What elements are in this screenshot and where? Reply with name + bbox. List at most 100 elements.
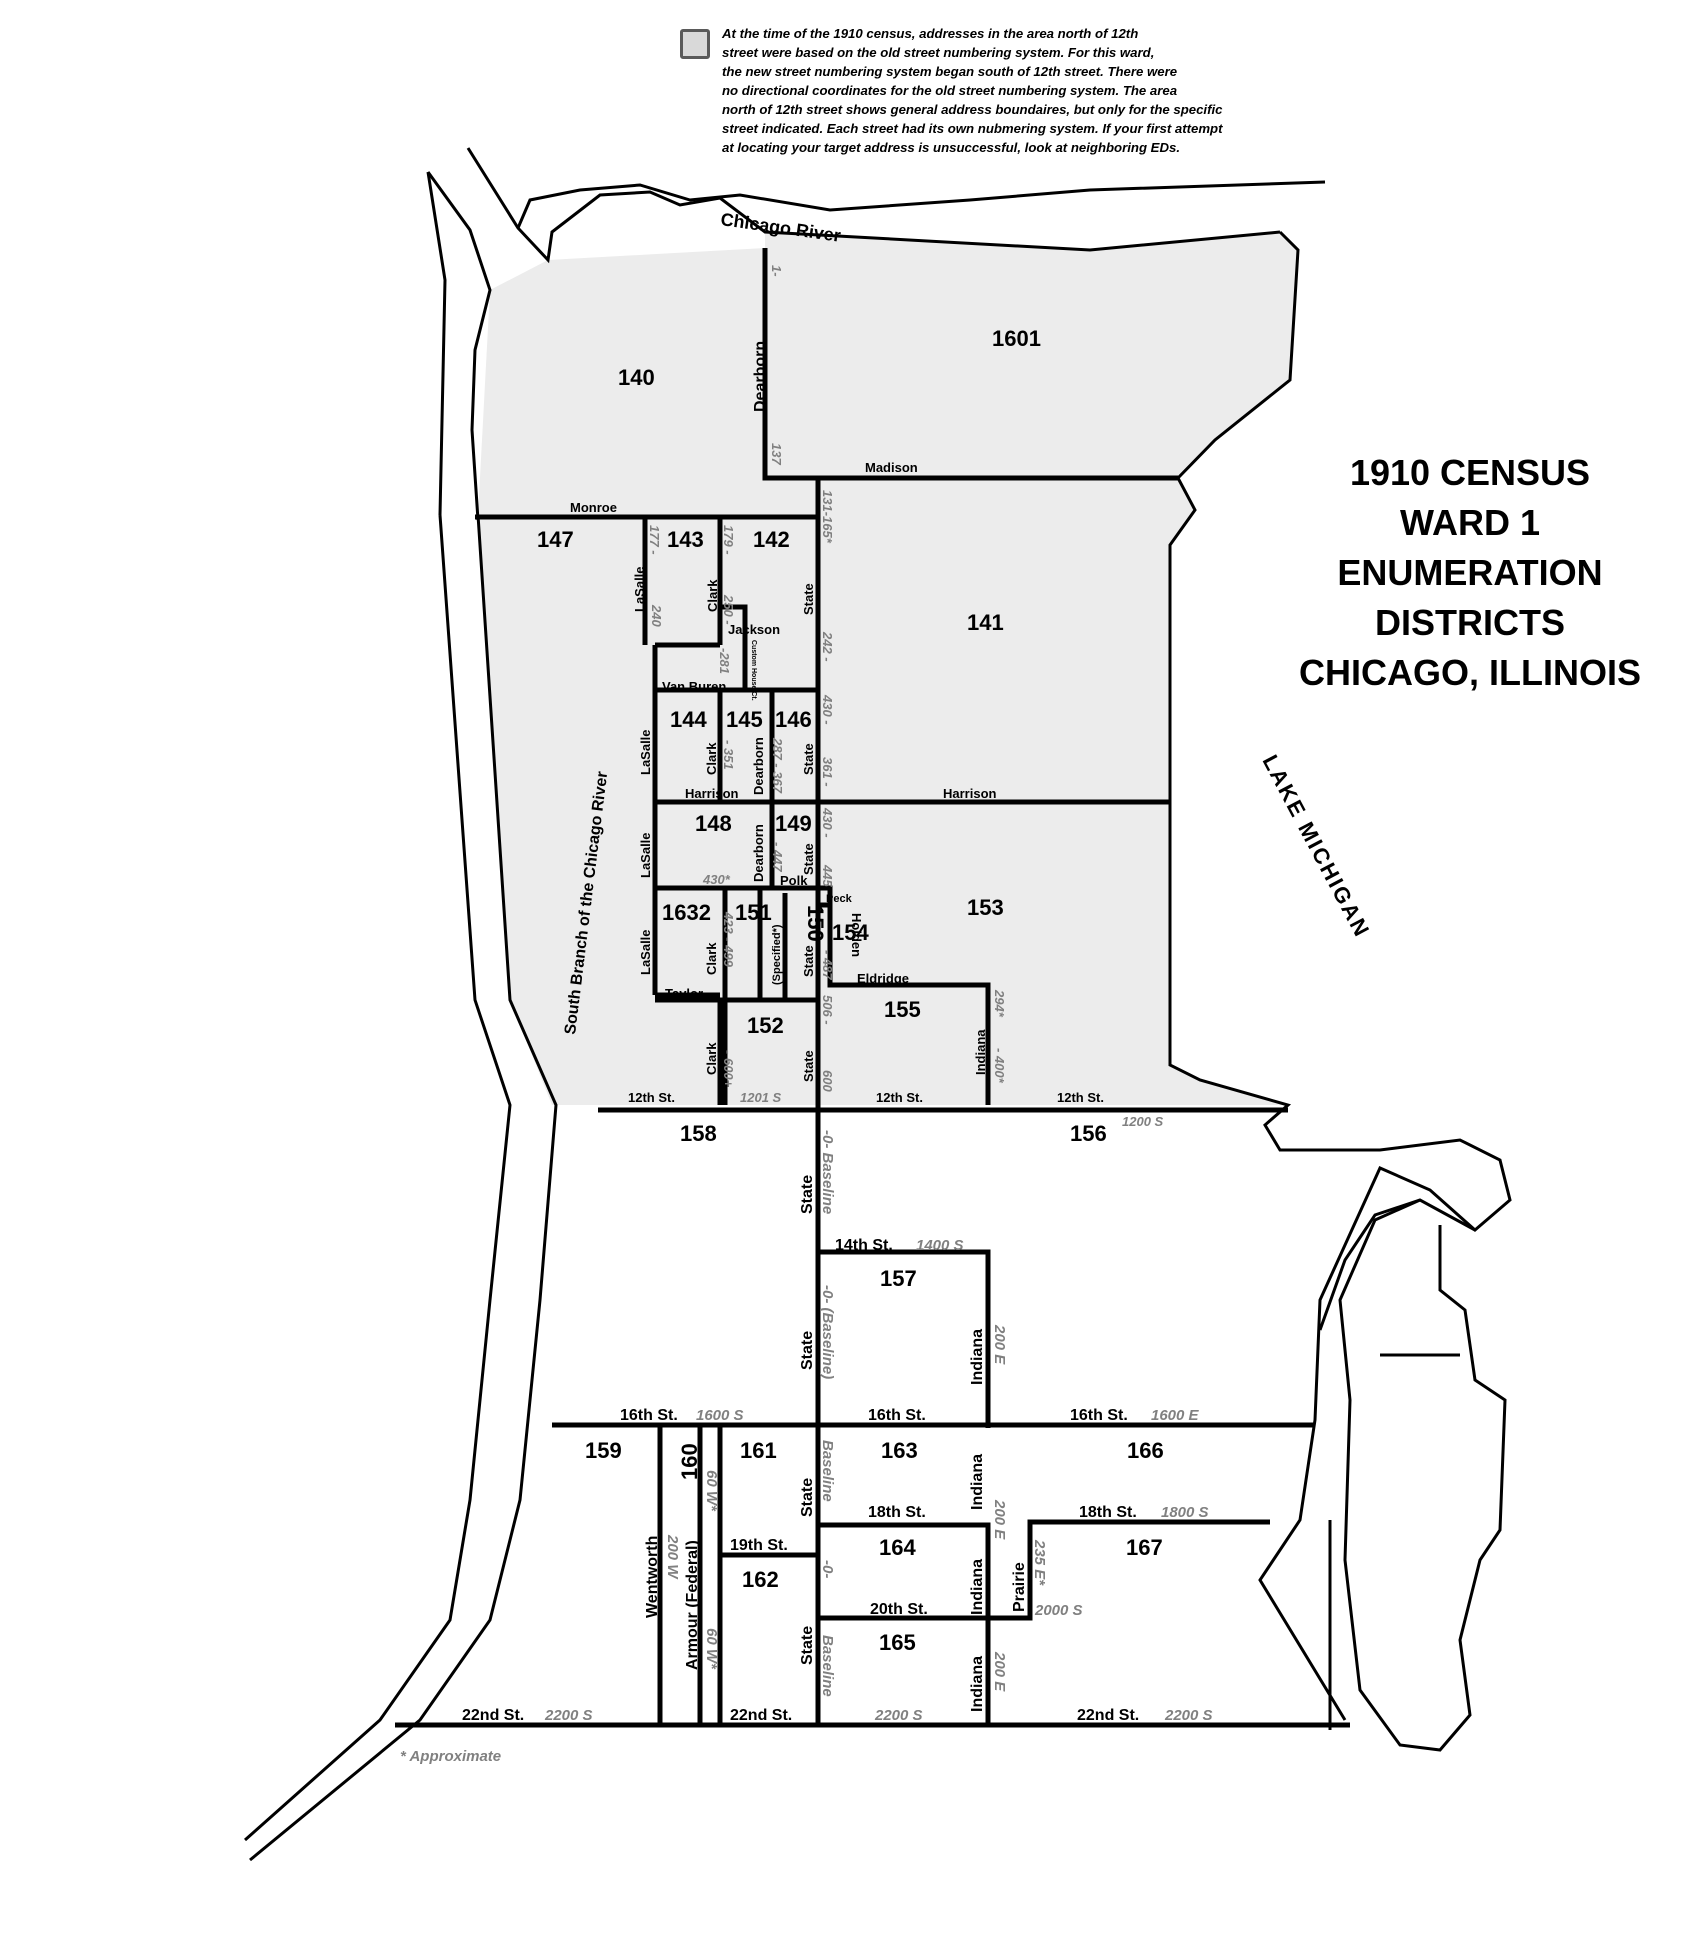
district-145: 145 xyxy=(726,707,763,732)
address-label: 60 W* xyxy=(703,1628,720,1670)
old-numbering-legend-swatch xyxy=(680,29,710,59)
address-label: - 487 xyxy=(820,950,835,980)
legend-note: At the time of the 1910 census, addresse… xyxy=(722,24,1362,157)
street-16th: 16th St. xyxy=(868,1407,926,1424)
district-140: 140 xyxy=(618,365,655,390)
street-22nd: 22nd St. xyxy=(1077,1707,1139,1724)
district-162: 162 xyxy=(742,1567,779,1592)
district-157: 157 xyxy=(880,1266,917,1291)
chicago-river xyxy=(426,147,1326,521)
street-state: State xyxy=(801,843,816,875)
district-161: 161 xyxy=(740,1438,777,1463)
address-label: Baseline xyxy=(819,1440,836,1502)
address-label: 1201 S xyxy=(740,1090,782,1105)
street-van-buren: Van Buren xyxy=(662,679,726,694)
address-label: 235 E* xyxy=(1031,1539,1048,1586)
street-indiana: Indiana xyxy=(969,1656,986,1712)
district-149: 149 xyxy=(775,811,812,836)
district-147: 147 xyxy=(537,527,574,552)
address-label: 2200 S xyxy=(1164,1707,1213,1724)
address-label: 430 - xyxy=(820,807,835,838)
address-label: 131-165* xyxy=(820,490,835,544)
district-1601: 1601 xyxy=(992,326,1041,351)
street-armour: Armour (Federal) xyxy=(684,1540,701,1670)
street-12th: 12th St. xyxy=(1057,1090,1104,1105)
address-label: 60 W* xyxy=(703,1470,720,1512)
address-label: 250 - xyxy=(721,594,736,625)
address-label: - 600+ xyxy=(721,1050,736,1088)
district-141: 141 xyxy=(967,610,1004,635)
map-title: 1910 CENSUS WARD 1 ENUMERATION DISTRICTS… xyxy=(1245,448,1695,698)
legend-line: north of 12th street shows general addre… xyxy=(722,102,1223,117)
street-16th: 16th St. xyxy=(620,1407,678,1424)
street-monroe: Monroe xyxy=(570,500,617,515)
street-18th: 18th St. xyxy=(1079,1504,1137,1521)
address-label: Baseline xyxy=(819,1635,836,1697)
address-label: 200 W xyxy=(664,1534,681,1580)
street-clark: Clark xyxy=(704,1042,719,1075)
street-clark: Clark xyxy=(704,942,719,975)
street-prairie: Prairie xyxy=(1011,1562,1028,1612)
street-state: State xyxy=(799,1626,816,1665)
address-label: - 351 xyxy=(721,740,736,770)
south-branch-river xyxy=(244,171,558,1862)
district-166: 166 xyxy=(1127,1438,1164,1463)
district-165: 165 xyxy=(879,1630,916,1655)
address-label: 242 - xyxy=(820,631,835,662)
street-16th: 16th St. xyxy=(1070,1407,1128,1424)
street-indiana: Indiana xyxy=(969,1454,986,1510)
legend-line: the new street numbering system began so… xyxy=(722,64,1178,79)
title-line: 1910 CENSUS xyxy=(1349,452,1591,493)
street-clark: Clark xyxy=(705,579,720,612)
title-line: ENUMERATION xyxy=(1337,552,1603,593)
lake-michigan-label: LAKE MICHIGAN xyxy=(1258,751,1375,942)
district-1632: 1632 xyxy=(662,900,711,925)
street-dearborn: Dearborn xyxy=(751,824,766,882)
district-numbers: 140 1601 147 143 142 141 144 145 146 148… xyxy=(537,326,1164,1655)
street-custom-house: Custom House Ct. xyxy=(750,640,757,701)
address-label: 1600 S xyxy=(696,1407,744,1424)
address-label: 430* xyxy=(702,872,731,887)
district-146: 146 xyxy=(775,707,812,732)
street-14th: 14th St. xyxy=(835,1237,893,1254)
address-label: 2200 S xyxy=(874,1707,923,1724)
address-label: -281 xyxy=(717,648,732,674)
district-152: 152 xyxy=(747,1013,784,1038)
street-peck: Peck xyxy=(826,893,853,905)
street-lasalle: LaSalle xyxy=(638,729,653,775)
district-155: 155 xyxy=(884,997,921,1022)
street-state: State xyxy=(799,1478,816,1517)
street-18th: 18th St. xyxy=(868,1504,926,1521)
address-label: 423 - 499 xyxy=(721,911,736,968)
district-150: 150 xyxy=(803,905,828,942)
street-harrison: Harrison xyxy=(685,786,739,801)
address-label: 177 - xyxy=(647,525,662,555)
district-142: 142 xyxy=(753,527,790,552)
street-state: State xyxy=(799,1175,816,1214)
street-22nd: 22nd St. xyxy=(462,1707,524,1724)
street-clark: Clark xyxy=(704,742,719,775)
address-label: 361 - xyxy=(820,757,835,787)
street-12th: 12th St. xyxy=(876,1090,923,1105)
street-indiana: Indiana xyxy=(973,1029,988,1075)
street-lasalle: LaSalle xyxy=(638,929,653,975)
address-label: 240 xyxy=(649,604,664,627)
district-156: 156 xyxy=(1070,1121,1107,1146)
street-holden: Holden xyxy=(849,913,864,957)
address-label: 294* xyxy=(992,989,1007,1018)
district-151: 151 xyxy=(735,900,772,925)
lake-shoreline xyxy=(1168,230,1512,1752)
street-state: State xyxy=(801,743,816,775)
street-specified: (Specified*) xyxy=(771,924,783,985)
street-eldridge: Eldridge xyxy=(857,971,909,986)
address-ranges: 1- 137 131-165* 177 - 240 179 - 250 - -2… xyxy=(544,265,1213,1724)
district-154: 154 xyxy=(832,920,869,945)
street-22nd: 22nd St. xyxy=(730,1707,792,1724)
address-label: -0- Baseline xyxy=(819,1130,836,1214)
legend-line: street were based on the old street numb… xyxy=(722,45,1155,60)
address-label: 2200 S xyxy=(544,1707,593,1724)
title-line: CHICAGO, ILLINOIS xyxy=(1299,652,1641,693)
street-19th: 19th St. xyxy=(730,1537,788,1554)
address-label: 200 E xyxy=(991,1651,1008,1692)
street-harrison: Harrison xyxy=(943,786,997,801)
